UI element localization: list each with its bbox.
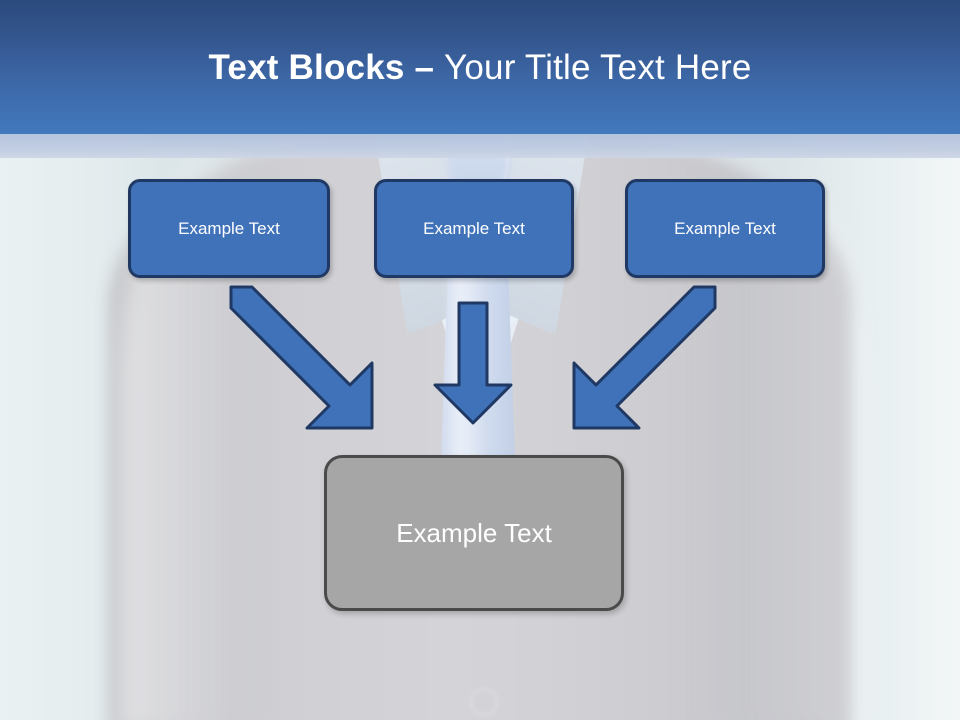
title-bar xyxy=(0,0,960,134)
text-block-3-label: Example Text xyxy=(674,218,776,238)
page-title-bold-part: Text Blocks – xyxy=(208,48,445,87)
arrow-down xyxy=(433,301,513,425)
page-title-regular-part: Your Title Text Here xyxy=(444,48,752,87)
title-bar-accent-band xyxy=(0,134,960,158)
result-text-block[interactable]: Example Text xyxy=(324,455,624,611)
text-block-2[interactable]: Example Text xyxy=(374,179,574,278)
text-block-1[interactable]: Example Text xyxy=(128,179,330,278)
result-text-block-label: Example Text xyxy=(396,517,552,548)
arrow-diagonal-down-left xyxy=(572,285,717,430)
suit-button-shape xyxy=(470,688,498,716)
text-block-3[interactable]: Example Text xyxy=(625,179,825,278)
arrow-diagonal-down-right xyxy=(229,285,374,430)
text-block-2-label: Example Text xyxy=(423,218,525,238)
page-title: Text Blocks – Your Title Text Here xyxy=(0,48,960,88)
text-block-1-label: Example Text xyxy=(178,218,280,238)
